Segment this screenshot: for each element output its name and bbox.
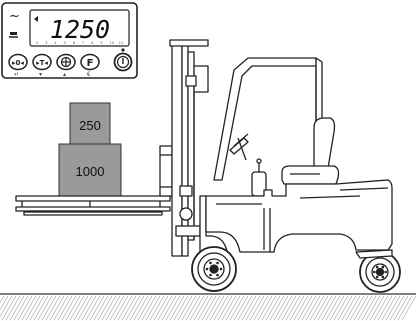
print-arrow-icon: ▴ <box>63 72 66 78</box>
operator-seat <box>282 118 339 184</box>
ground <box>0 294 416 320</box>
scale-mark: 10 <box>110 41 114 45</box>
power-led-icon <box>121 48 124 51</box>
zero-icon: ▸0◂ <box>12 59 24 67</box>
scale-mark: 11 <box>119 41 123 45</box>
scale-mark: 7 <box>82 41 84 45</box>
overhead-guard <box>214 58 322 180</box>
zero-arrow-icon: ↵ <box>14 72 19 78</box>
scale-mark: 9 <box>100 41 102 45</box>
lcd-readout: 1250 <box>50 15 110 44</box>
function-icon: F <box>87 58 94 69</box>
front-wheel <box>192 247 236 291</box>
scale-mark: 3 <box>45 41 47 45</box>
lower-box-label: 1000 <box>76 164 105 179</box>
pallet <box>16 196 170 215</box>
scale-mark: 5 <box>64 41 66 45</box>
forklift-body <box>200 180 392 262</box>
steering-column <box>230 134 248 160</box>
tare-arrow-icon: ▾ <box>39 72 42 78</box>
net-icon <box>9 32 18 38</box>
fork-carriage <box>160 146 172 196</box>
scale-mark: 8 <box>91 41 93 45</box>
upper-box-label: 250 <box>79 118 101 133</box>
scale-mark: 6 <box>73 41 75 45</box>
scale-mark: 2 <box>36 41 38 45</box>
load: 250 1000 <box>59 103 121 196</box>
stable-icon: ~ <box>9 9 20 24</box>
tare-icon: ▸T◂ <box>36 59 48 67</box>
